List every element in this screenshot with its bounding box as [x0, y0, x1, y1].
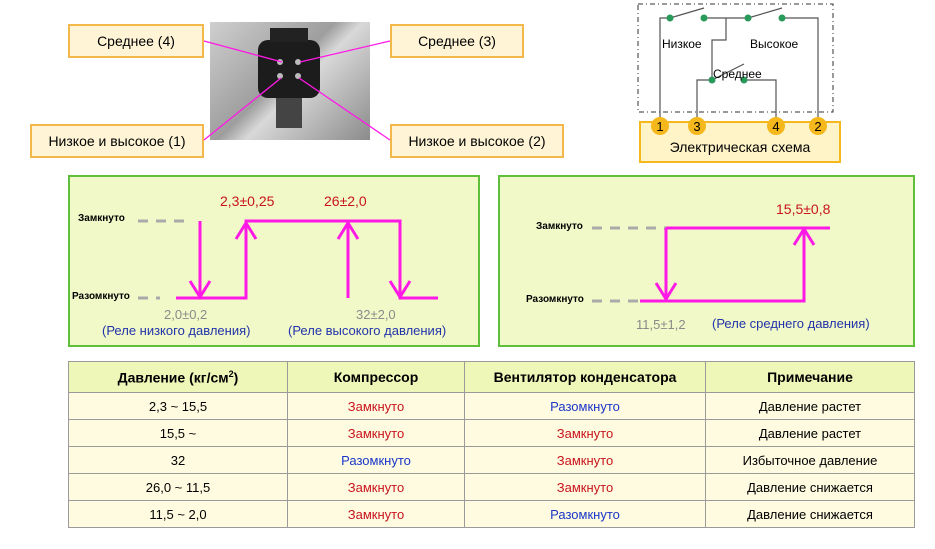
header-pressure: Давление (кг/см2)	[68, 361, 288, 393]
header-pressure-suffix: )	[233, 369, 239, 386]
switch-mid-label: Среднее	[713, 67, 762, 81]
relay-mid-curve-lower	[640, 226, 830, 303]
table-row: 26,0 ~ 11,5 Замкнуто Замкнуто Давление с…	[68, 473, 915, 501]
terminal-1	[651, 117, 669, 135]
header-note: Примечание	[705, 361, 915, 393]
cell-fan: Разомкнуто	[464, 392, 706, 420]
relay-mid-panel: Замкнуто Разомкнуто 15,5±0,8 11,5±1,2 (Р…	[498, 175, 915, 347]
callout-pin-3: Среднее (3)	[390, 24, 524, 58]
cell-note: Давление снижается	[705, 500, 915, 528]
terminal-2-label: 2	[814, 119, 821, 134]
callout-pin-2: Низкое и высокое (2)	[390, 124, 564, 158]
mid-opening-value: 11,5±1,2	[636, 317, 686, 332]
callout-pin-1: Низкое и высокое (1)	[30, 124, 204, 158]
pressure-switch-photo	[210, 22, 370, 140]
caption-mid-relay: (Реле среднего давления)	[712, 316, 870, 331]
cell-fan: Замкнуто	[464, 446, 706, 474]
cell-pressure: 32	[68, 446, 288, 474]
leader-pin-2	[298, 77, 391, 141]
callout-leaders	[203, 40, 391, 141]
table-row: 32 Разомкнуто Замкнуто Избыточное давлен…	[68, 446, 915, 474]
cell-note: Избыточное давление	[705, 446, 915, 474]
mid-state-open-label: Разомкнуто	[526, 294, 584, 305]
switch-low-label: Низкое	[662, 37, 702, 51]
relay-lowhigh-diagram	[138, 219, 438, 300]
terminal-3-label: 3	[693, 119, 700, 134]
cell-compressor: Замкнуто	[287, 473, 465, 501]
table-row: 15,5 ~ Замкнуто Замкнуто Давление растет	[68, 419, 915, 447]
terminal-3	[688, 117, 706, 135]
header-compressor: Компрессор	[287, 361, 465, 393]
leader-pin-1	[203, 77, 282, 141]
cell-pressure: 2,3 ~ 15,5	[68, 392, 288, 420]
leader-pin-3	[299, 40, 391, 63]
leader-pin-4	[203, 40, 283, 63]
header-pressure-text: Давление (кг/см	[117, 369, 229, 386]
electrical-schematic: Низкое Высокое Среднее 1 3 4 2 Электриче…	[637, 3, 841, 163]
cell-compressor: Замкнуто	[287, 419, 465, 447]
terminal-1-label: 1	[656, 119, 663, 134]
mid-state-closed-label: Замкнуто	[536, 221, 583, 232]
state-open-label: Разомкнуто	[72, 291, 130, 302]
terminal-4	[767, 117, 785, 135]
cell-fan: Замкнуто	[464, 473, 706, 501]
cell-pressure: 26,0 ~ 11,5	[68, 473, 288, 501]
state-closed-label: Замкнуто	[78, 213, 125, 224]
cell-note: Давление растет	[705, 419, 915, 447]
switch-high-label: Высокое	[750, 37, 798, 51]
caption-low-relay: (Реле низкого давления)	[102, 323, 251, 338]
cell-pressure: 11,5 ~ 2,0	[68, 500, 288, 528]
callout-pin-4-label: Среднее (4)	[97, 33, 175, 49]
cell-pressure: 15,5 ~	[68, 419, 288, 447]
relay-mid-diagram	[592, 226, 830, 303]
schematic-caption-box	[639, 121, 841, 163]
callout-pin-2-label: Низкое и высокое (2)	[408, 133, 546, 149]
caption-high-relay: (Реле высокого давления)	[288, 323, 447, 338]
terminal-4-label: 4	[772, 119, 779, 134]
relay-lowhigh-panel: Замкнуто Разомкнуто 2,3±0,25 26±2,0 2,0±…	[68, 175, 480, 347]
header-pressure-sup: 2	[228, 368, 234, 379]
cell-fan: Разомкнуто	[464, 500, 706, 528]
table-row: 2,3 ~ 15,5 Замкнуто Разомкнуто Давление …	[68, 392, 915, 420]
closing-high-value: 32±2,0	[356, 307, 396, 322]
mid-closing-value: 15,5±0,8	[776, 201, 831, 217]
schematic-caption: Электрическая схема	[670, 139, 811, 155]
cell-compressor: Разомкнуто	[287, 446, 465, 474]
schematic-housing	[637, 3, 834, 113]
cell-note: Давление снижается	[705, 473, 915, 501]
header-fan: Вентилятор конденсатора	[464, 361, 706, 393]
callout-pin-3-label: Среднее (3)	[418, 33, 496, 49]
cell-compressor: Замкнуто	[287, 392, 465, 420]
table-row: 11,5 ~ 2,0 Замкнуто Разомкнуто Давление …	[68, 500, 915, 528]
callout-pin-1-label: Низкое и высокое (1)	[48, 133, 186, 149]
relay-lowhigh-curve	[176, 219, 438, 300]
cell-note: Давление растет	[705, 392, 915, 420]
cell-fan: Замкнуто	[464, 419, 706, 447]
callout-pin-4: Среднее (4)	[68, 24, 204, 58]
opening-low-value: 2,0±0,2	[164, 307, 208, 322]
opening-high-value: 26±2,0	[324, 193, 367, 209]
terminal-2	[809, 117, 827, 135]
pressure-state-table: Давление (кг/см2) Компрессор Вентилятор …	[68, 361, 915, 528]
closing-low-value: 2,3±0,25	[220, 193, 275, 209]
cell-compressor: Замкнуто	[287, 500, 465, 528]
table-header-row: Давление (кг/см2) Компрессор Вентилятор …	[68, 361, 915, 393]
